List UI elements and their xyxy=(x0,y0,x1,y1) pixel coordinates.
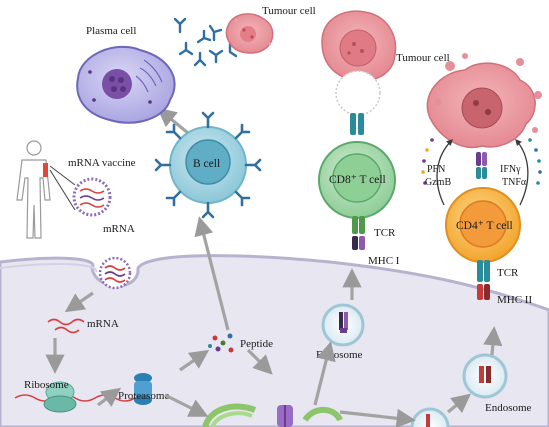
endosome-left-label: Endosome xyxy=(316,349,363,361)
tumour-cell-right-label: Tumour cell xyxy=(396,52,450,64)
plasma-cell xyxy=(76,45,176,124)
tumour-cell-right xyxy=(321,10,397,81)
proteasome-label: Proteasome xyxy=(118,390,169,402)
endosome-partial xyxy=(410,407,450,427)
b-cell-surface-antibodies xyxy=(154,111,262,219)
endocytosed-mrna-particle xyxy=(98,256,132,290)
peptide-label: Peptide xyxy=(240,338,273,350)
cd8-t-cell-label: CD8⁺ T cell xyxy=(329,174,386,186)
cd8-t-cell xyxy=(318,141,396,219)
plasma-cell-label: Plasma cell xyxy=(86,25,136,37)
proteasome xyxy=(134,373,152,405)
ribosome xyxy=(14,381,136,413)
mrna-particle-label: mRNA xyxy=(103,223,135,235)
cytokine-dots xyxy=(421,138,542,185)
endoplasmic-reticulum xyxy=(202,403,343,427)
process-arrows xyxy=(45,107,503,427)
ribosome-label: Ribosome xyxy=(24,379,69,391)
lipid-nanoparticle-icon xyxy=(72,177,112,217)
b-cell xyxy=(169,126,247,204)
pfn-label: PFN xyxy=(427,164,445,175)
vaccine-connector xyxy=(49,165,76,211)
synapse-receptor-cd4-top xyxy=(476,152,487,179)
peptide-fragments xyxy=(208,333,234,353)
tumour-cell-top-label: Tumour cell xyxy=(262,5,316,17)
tcr-right-label: TCR xyxy=(497,267,519,279)
tnf-label: TNFα xyxy=(502,177,527,188)
endosome-mhc-ii xyxy=(462,353,508,399)
tcr-right-receptor xyxy=(477,260,490,300)
ifn-label: IFNγ xyxy=(500,164,521,175)
mrna-vaccine-label: mRNA vaccine xyxy=(68,157,136,169)
cd4-t-cell xyxy=(445,187,521,263)
mhc-i-on-tumour-vesicle xyxy=(335,70,381,116)
cytoplasm-mrna-strands xyxy=(47,318,85,334)
mhc-ii-label: MHC II xyxy=(497,294,532,306)
human-figure-icon xyxy=(16,140,51,239)
effector-arrows xyxy=(436,139,529,206)
tcr-mhc-i-synapse-top xyxy=(350,113,364,135)
endosome-mhc-i xyxy=(321,303,365,347)
tumour-cell-lysed xyxy=(426,53,542,149)
tcr-left-label: TCR xyxy=(374,227,396,239)
cytoplasm-mrna-label: mRNA xyxy=(87,318,119,330)
mhc-i-label: MHC I xyxy=(368,255,400,267)
cd4-t-cell-label: CD4⁺ T cell xyxy=(456,220,513,232)
tcr-left-receptor xyxy=(352,216,365,250)
endosome-right-label: Endosome xyxy=(485,402,532,414)
b-cell-label: B cell xyxy=(193,158,220,170)
free-antibodies xyxy=(173,17,238,67)
gzmb-label: GzmB xyxy=(425,177,451,188)
tumour-cell-top xyxy=(225,13,274,54)
